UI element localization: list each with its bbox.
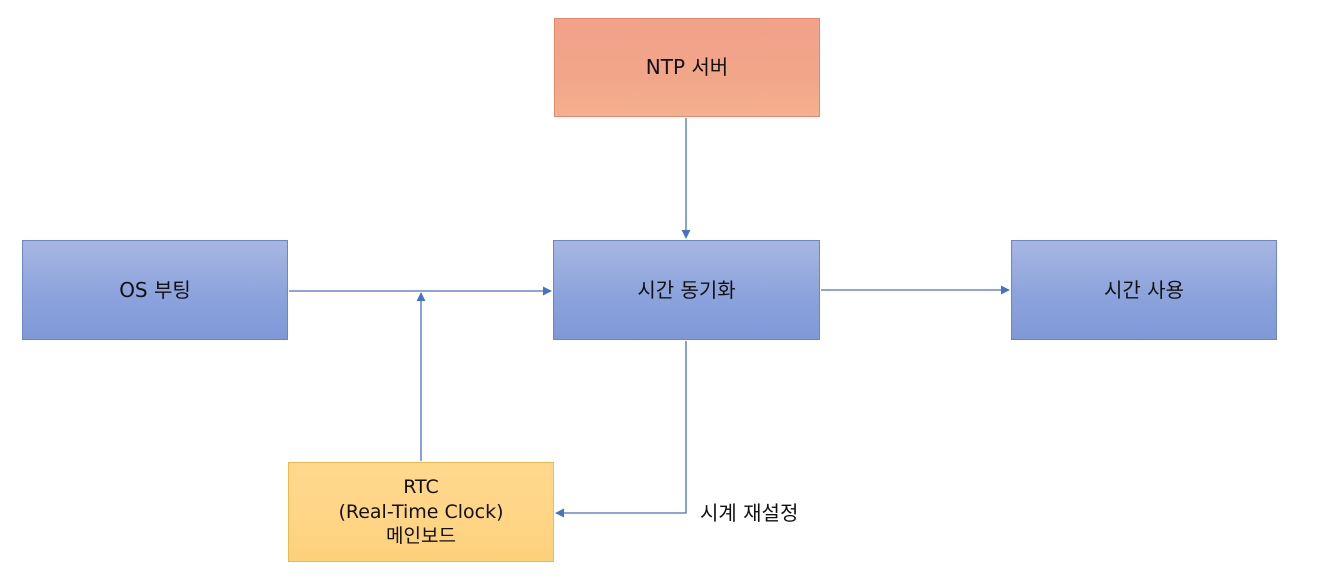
os-boot-node: OS 부팅 xyxy=(22,240,288,340)
time-use-node: 시간 사용 xyxy=(1011,240,1277,340)
time-use-label: 시간 사용 xyxy=(1104,277,1184,302)
ntp-server-label: NTP 서버 xyxy=(645,55,729,79)
rtc-label-line-3: 메인보드 xyxy=(386,525,456,548)
ntp-server-node: NTP 서버 xyxy=(554,18,820,117)
rtc-label-line-1: RTC xyxy=(403,475,439,498)
time-sync-label: 시간 동기화 xyxy=(637,277,736,302)
edge-sync-to-rtc xyxy=(555,341,687,518)
rtc-label-line-2: (Real-Time Clock) xyxy=(338,500,504,523)
os-boot-label: OS 부팅 xyxy=(119,277,191,302)
rtc-node: RTC (Real-Time Clock) 메인보드 xyxy=(288,462,554,562)
clock-reset-label: 시계 재설정 xyxy=(700,501,799,525)
time-sync-node: 시간 동기화 xyxy=(553,240,820,340)
